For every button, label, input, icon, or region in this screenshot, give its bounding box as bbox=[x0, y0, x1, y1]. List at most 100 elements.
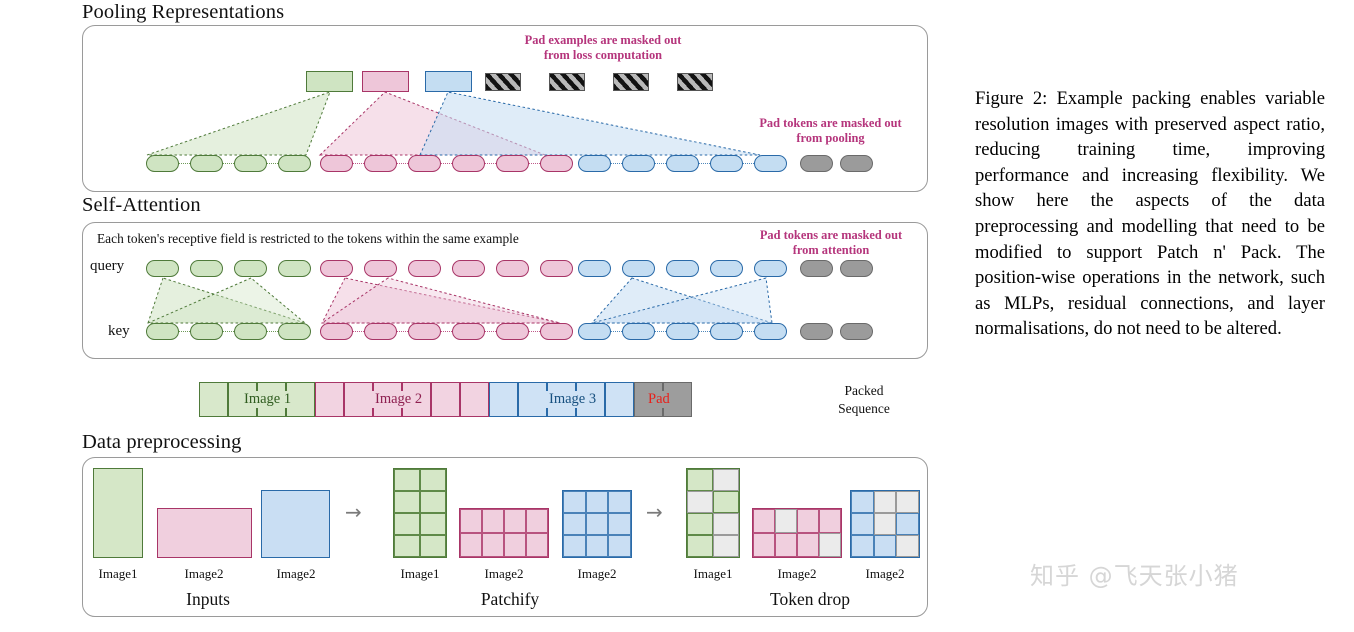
query-token-blue-5 bbox=[754, 260, 787, 277]
arrow-inputs-to-patchify: → bbox=[345, 500, 362, 524]
patch-cell bbox=[394, 469, 420, 491]
packed-cell-pink-2 bbox=[344, 382, 373, 417]
patch-cell bbox=[563, 491, 586, 513]
key-token-pad-2 bbox=[840, 323, 873, 340]
patch-cell bbox=[873, 535, 897, 557]
patch-cell bbox=[504, 533, 526, 557]
patch-cell bbox=[851, 513, 874, 535]
pooled-representation-green bbox=[306, 71, 353, 92]
key-token-pink-5 bbox=[496, 323, 529, 340]
input-image-blue bbox=[261, 490, 330, 558]
pool-token-green-3 bbox=[234, 155, 267, 172]
patchify-grid-blue bbox=[562, 490, 632, 558]
pool-token-blue-1 bbox=[578, 155, 611, 172]
patchify-label-image3: Image2 bbox=[577, 566, 617, 581]
patch-cell bbox=[851, 535, 874, 557]
patch-cell bbox=[585, 491, 609, 513]
packed-cell-pink-3: Image 2 bbox=[372, 382, 426, 417]
patch-cell-dropped bbox=[873, 513, 897, 535]
key-token-blue-2 bbox=[622, 323, 655, 340]
key-token-pad-1 bbox=[800, 323, 833, 340]
attention-caption: Each token's receptive field is restrict… bbox=[97, 231, 519, 246]
note-pad-pooling: Pad tokens are masked out from pooling bbox=[728, 116, 933, 145]
pool-token-blue-2 bbox=[622, 155, 655, 172]
key-token-pink-3 bbox=[408, 323, 441, 340]
note-pad-attention: Pad tokens are masked out from attention bbox=[730, 228, 932, 257]
attention-section-title: Self-Attention bbox=[82, 194, 201, 216]
patch-cell bbox=[420, 513, 446, 535]
packed-cell-pink-5 bbox=[431, 382, 460, 417]
pad-example-box-1 bbox=[485, 73, 521, 91]
patch-cell bbox=[851, 491, 874, 513]
pooling-section-title: Pooling Representations bbox=[82, 1, 285, 23]
packed-sequence-label-line2: Sequence bbox=[838, 400, 890, 416]
patch-cell bbox=[460, 509, 482, 533]
pooled-representation-blue bbox=[425, 71, 472, 92]
pool-token-pink-6 bbox=[540, 155, 573, 172]
query-token-blue-4 bbox=[710, 260, 743, 277]
patch-cell bbox=[775, 533, 797, 557]
key-token-pink-2 bbox=[364, 323, 397, 340]
packed-cell-blue-2 bbox=[518, 382, 547, 417]
packed-sequence-label-line1: Packed bbox=[844, 383, 884, 398]
packed-cell-green-1 bbox=[199, 382, 228, 417]
preprocessing-section-title: Data preprocessing bbox=[82, 431, 242, 453]
key-token-green-3 bbox=[234, 323, 267, 340]
patch-cell bbox=[585, 513, 609, 535]
watermark: 知乎 @飞天张小猪 bbox=[1030, 562, 1239, 590]
key-token-green-4 bbox=[278, 323, 311, 340]
packed-cell-pink-6 bbox=[460, 382, 489, 417]
query-token-pink-4 bbox=[452, 260, 485, 277]
key-token-pink-1 bbox=[320, 323, 353, 340]
tokendrop-grid-green bbox=[686, 468, 740, 558]
patch-cell bbox=[526, 533, 548, 557]
token-connector-pink-pool bbox=[350, 163, 546, 164]
patch-cell bbox=[687, 469, 713, 491]
patch-cell-dropped bbox=[775, 509, 797, 533]
packed-sequence-bar: Image 1 Image 2 Image 3 Pad bbox=[199, 382, 692, 417]
packed-cell-blue-5 bbox=[605, 382, 634, 417]
patch-cell bbox=[563, 513, 586, 535]
key-token-blue-5 bbox=[754, 323, 787, 340]
query-token-green-3 bbox=[234, 260, 267, 277]
step-label-inputs: Inputs bbox=[186, 589, 230, 609]
query-token-green-1 bbox=[146, 260, 179, 277]
patch-cell bbox=[819, 509, 841, 533]
packed-segment-label-pad: Pad bbox=[645, 391, 673, 408]
pool-token-pink-3 bbox=[408, 155, 441, 172]
patch-cell-dropped bbox=[896, 535, 919, 557]
note-pad-examples-line1: Pad examples are masked out bbox=[524, 33, 682, 47]
key-token-pink-6 bbox=[540, 323, 573, 340]
key-token-blue-4 bbox=[710, 323, 743, 340]
tokendrop-label-image1: Image1 bbox=[693, 566, 733, 581]
patch-cell bbox=[797, 509, 819, 533]
patch-cell bbox=[608, 535, 631, 557]
input-label-image3: Image2 bbox=[276, 566, 316, 581]
pool-token-blue-3 bbox=[666, 155, 699, 172]
key-connector-pink bbox=[350, 331, 546, 332]
pool-token-pad-1 bbox=[800, 155, 833, 172]
note-pad-attention-line2: from attention bbox=[792, 242, 870, 257]
note-pad-attention-line1: Pad tokens are masked out bbox=[759, 228, 903, 242]
input-label-image2: Image2 bbox=[184, 566, 224, 581]
pool-token-green-4 bbox=[278, 155, 311, 172]
input-image-green bbox=[93, 468, 143, 558]
key-token-blue-3 bbox=[666, 323, 699, 340]
pad-example-box-3 bbox=[613, 73, 649, 91]
step-label-patchify: Patchify bbox=[480, 589, 540, 609]
query-token-blue-1 bbox=[578, 260, 611, 277]
patch-cell bbox=[482, 509, 504, 533]
patch-cell bbox=[526, 509, 548, 533]
note-pad-pooling-line1: Pad tokens are masked out bbox=[759, 116, 902, 130]
query-token-pink-3 bbox=[408, 260, 441, 277]
packed-cell-pad-1: Pad bbox=[634, 382, 673, 417]
tokendrop-label-image2: Image2 bbox=[777, 566, 817, 581]
key-token-pink-4 bbox=[452, 323, 485, 340]
key-token-blue-1 bbox=[578, 323, 611, 340]
patch-cell bbox=[460, 533, 482, 557]
patch-cell bbox=[713, 491, 739, 513]
packed-cell-blue-3: Image 3 bbox=[546, 382, 600, 417]
pool-token-green-2 bbox=[190, 155, 223, 172]
pool-token-blue-4 bbox=[710, 155, 743, 172]
patch-cell-dropped bbox=[713, 513, 739, 535]
